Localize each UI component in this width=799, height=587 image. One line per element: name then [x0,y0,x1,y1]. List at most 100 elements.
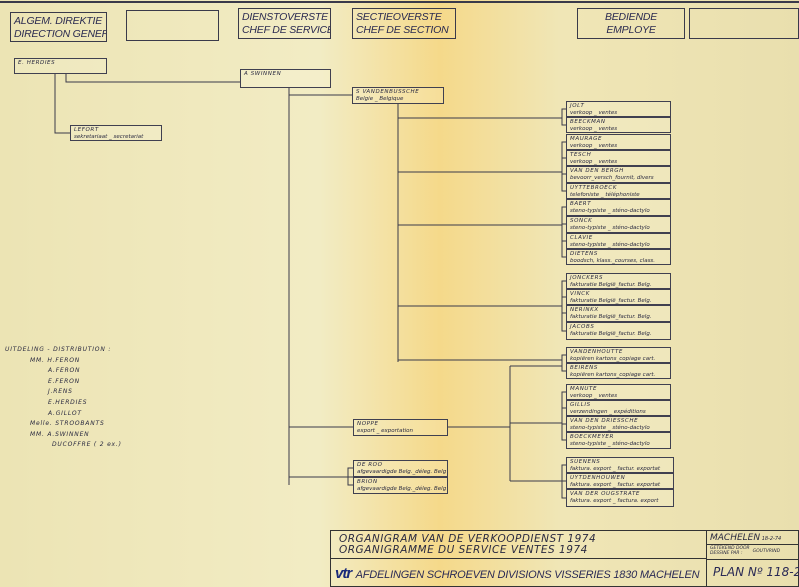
header-line: CHEF DE SECTION [356,24,449,36]
person-role: verzendingen _ expéditions [570,409,646,415]
header-line: CHEF DE SERVICE [242,24,331,36]
person-role: steno-typiste _ sténo-dactylo [570,242,650,248]
person-role: kopiëren kartons_copiage cart. [570,356,656,362]
person-name: SUENENS [570,459,601,465]
person-name: TESCH [570,152,592,158]
person-name: BRION [357,479,378,485]
person-role: afgevaardigde Belg._déleg. Belg [357,469,447,475]
person-box: A SWINNEN [240,69,331,88]
person-name: VAN DER OUGSTRATE [570,491,640,497]
person-name: GILLIS [570,402,591,408]
person-role: verkoop _ ventes [570,393,618,399]
person-role: verkoop _ ventes [570,126,618,132]
distribution-recipient: Melle. STROOBANTS [30,420,105,428]
company-name: AFDELINGEN SCHROEVEN DIVISIONS VISSERIES… [355,569,700,581]
distribution-recipient: MM. A.SWINNEN [30,430,90,438]
person-name: SONCK [570,218,593,224]
person-name: JACOBS [570,324,595,330]
title-block: ORGANIGRAM VAN DE VERKOOPDIENST 1974 ORG… [330,530,799,587]
person-role: steno-typiste _ sténo-dactylo [570,425,650,431]
person-name: VINCK [570,291,590,297]
person-name: UYTTEBROECK [570,185,618,191]
header-line: EMPLOYE [606,24,656,36]
person-name: BOECKMEYER [570,434,614,440]
person-role: steno-typiste _ sténo-dactylo [570,208,650,214]
header-empty-1 [126,10,219,41]
distribution-recipient: MM. H.FERON [30,356,81,364]
drawn-by-label: GETEKEND DOOR DESSINE PAR : [710,546,750,556]
person-role: fakturatie België_factur. Belg. [570,298,652,304]
person-name: S VANDENBUSSCHE [356,89,420,95]
person-name: A SWINNEN [244,71,282,77]
person-name: CLAVIE [570,235,593,241]
person-name: BEECKMAN [570,119,606,125]
distribution-recipient: A.GILLOT [48,409,82,417]
date: 18-2-74 [761,536,782,542]
title-nl: ORGANIGRAM VAN DE VERKOOPDIENST 1974 [339,533,597,545]
header-empty-2 [689,8,799,39]
header-line: BEDIENDE [604,11,658,23]
header-line: ALGEM. DIREKTIE [14,15,103,27]
person-box: E. HERDIES [14,58,107,74]
person-role: afgevaardigde Belg._déleg. Belg [357,486,447,492]
person-name: DIETENS [570,251,598,257]
person-name: VAN DEN BERGH [570,168,624,174]
person-role: verkoop _ ventes [570,110,618,116]
person-role: boodsch, klass._courses, class. [570,258,656,264]
person-name: JONCKERS [570,275,604,281]
person-role: faktura. export _ factur. exportat [570,482,661,488]
person-name: NOPPE [357,421,379,427]
header-line: DIENSTOVERSTE [242,11,328,23]
person-name: MAURAGE [570,136,603,142]
person-name: E. HERDIES [18,60,56,66]
person-role: Belgie _ Belgique [356,96,404,102]
distribution-recipient: E.FERON [48,377,80,385]
person-role: verkoop _ ventes [570,159,618,165]
place: MACHELEN [710,533,761,543]
header-line: SECTIEOVERSTE [356,11,442,23]
plan-number: PLAN Nº 118-2 [713,565,799,579]
drawn-by: GOUTVRIND [752,548,781,554]
distribution-recipient: E.HERDIES [48,399,88,406]
person-role: fakturatie België_factur. Belg. [570,331,652,337]
person-name: BEIRENS [570,365,598,371]
person-role: verkoop _ ventes [570,143,618,149]
person-name: JOLT [570,103,585,109]
person-role: fakturatie België_factur. Belg. [570,282,652,288]
distribution-recipient: J.RENS [48,388,73,396]
person-name: VANDENHOUTTE [570,349,623,355]
person-role: faktura. export _ factur. exportat [570,466,661,472]
title-fr: ORGANIGRAMME DU SERVICE VENTES 1974 [339,544,588,556]
person-name: DE ROO [357,462,383,468]
person-name: MANUTE [570,386,598,392]
person-role: faktura. export _ factura. export [570,498,659,504]
person-role: steno-typiste _ sténo-dactylo [570,225,650,231]
header-line: DIRECTION GENER [14,28,107,40]
distribution-recipient: DUCOFFRE ( 2 ex.) [52,441,122,449]
